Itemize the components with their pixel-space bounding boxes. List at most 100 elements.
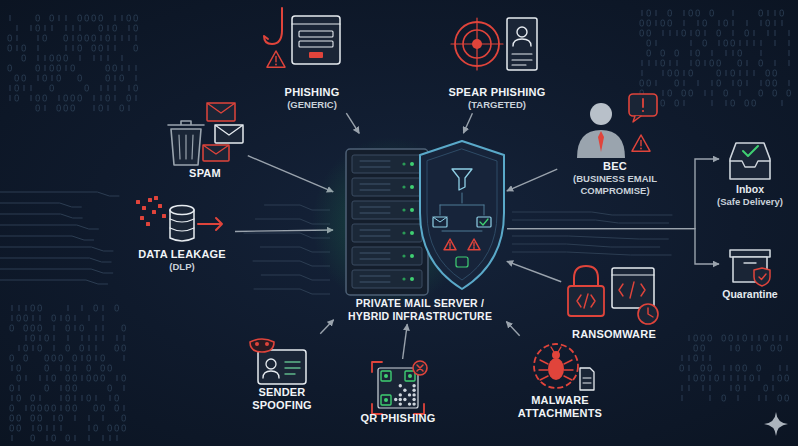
qr-icon-part-part: [399, 393, 402, 396]
binary-texture-part: [677, 60, 678, 66]
binary-texture-part: [668, 90, 671, 96]
bec-icon-part: [577, 94, 657, 158]
spam-icon-part-part: [215, 125, 243, 143]
binary-texture-part: [773, 385, 774, 391]
binary-texture-part: [108, 85, 109, 91]
binary-texture-part: [647, 80, 650, 86]
qr-icon-part-part: [399, 402, 402, 405]
binary-texture-part: [778, 375, 781, 381]
binary-texture-part: [761, 40, 762, 46]
binary-texture-part: [10, 325, 13, 331]
binary-texture-part: [45, 335, 48, 341]
binary-texture-part: [101, 85, 102, 91]
node-sublabel: (DLP): [132, 261, 232, 272]
binary-texture-part: [745, 375, 746, 381]
binary-texture-part: [82, 395, 83, 401]
node-label: DATA LEAKAGE: [132, 248, 232, 261]
binary-texture-part: [738, 395, 739, 401]
binary-texture-part: [731, 365, 732, 371]
inbox-icon-part-part: [730, 161, 770, 167]
binary-texture-part: [45, 55, 46, 61]
binary-texture-part: [113, 25, 116, 31]
server-icon-part-part: [449, 247, 451, 249]
binary-texture-part: [738, 60, 741, 66]
binary-texture-part: [689, 385, 690, 391]
binary-texture-part: [38, 415, 41, 421]
circuit-traces-part: [0, 280, 108, 284]
phish-icon-part-part: [299, 31, 333, 37]
spoof-icon-part-part: [258, 350, 306, 384]
binary-texture-part: [733, 80, 734, 86]
spoof-icon: [242, 336, 322, 386]
binary-texture-part: [61, 425, 62, 431]
qr-icon-part-part: [412, 393, 415, 396]
binary-texture-part: [764, 385, 767, 391]
binary-texture-part: [710, 355, 711, 361]
server-icon-part-part: [456, 257, 468, 267]
binary-texture-part: [663, 70, 664, 76]
binary-texture-part: [75, 435, 76, 441]
binary-texture-part: [115, 425, 118, 431]
binary-texture-part: [78, 45, 81, 51]
binary-texture-part: [738, 80, 741, 86]
binary-texture-part: [99, 15, 102, 21]
binary-texture-part: [78, 15, 81, 21]
binary-texture-part: [722, 395, 725, 401]
binary-texture-part: [122, 415, 125, 421]
binary-texture-part: [698, 20, 699, 26]
data-leakage-node: DATA LEAKAGE(DLP): [132, 192, 232, 273]
binary-texture-part: [745, 385, 746, 391]
binary-texture-part: [94, 405, 97, 411]
malware-icon-part-part: [539, 347, 573, 380]
binary-texture-part: [642, 10, 643, 16]
binary-texture-part: [747, 20, 748, 26]
node-sublabel: (BUSINESS EMAIL COMPROMISE): [560, 173, 670, 196]
server-icon-part-part: [410, 208, 414, 212]
binary-texture-part: [689, 375, 690, 381]
spam-icon-part-part: [207, 103, 235, 113]
spear-phishing-node: SPEAR PHISHING(TARGETED): [442, 8, 552, 111]
binary-texture-part: [106, 35, 109, 41]
binary-texture-part: [38, 75, 39, 81]
binary-texture-part: [656, 10, 657, 16]
binary-texture-part: [26, 335, 27, 341]
binary-texture-part: [696, 10, 699, 16]
binary-texture-part: [703, 385, 704, 391]
binary-texture-part: [57, 55, 60, 61]
binary-texture-part: [747, 80, 748, 86]
binary-texture-part: [757, 345, 760, 351]
bec-icon-part-part: [633, 116, 641, 122]
server-icon-part-part: [360, 276, 390, 282]
binary-texture-part: [40, 315, 41, 321]
leak-icon-part-part: [136, 200, 140, 204]
binary-texture-part: [52, 405, 55, 411]
spam-icon-part-part: [168, 121, 204, 125]
binary-texture-part: [689, 90, 692, 96]
binary-texture-part: [12, 435, 13, 441]
binary-texture-part: [787, 90, 790, 96]
binary-texture-part: [31, 305, 34, 311]
server-icon-part-part: [352, 201, 422, 219]
binary-texture-part: [780, 10, 783, 16]
binary-texture-part: [731, 345, 732, 351]
leak-icon-part-part: [152, 210, 156, 214]
binary-texture-part: [94, 55, 95, 61]
circuit-traces-part: [0, 247, 113, 251]
binary-texture-part: [66, 315, 69, 321]
binary-texture-part: [110, 395, 111, 401]
binary-texture-part: [724, 375, 725, 381]
server-icon-part-part: [410, 231, 414, 235]
binary-texture-part: [45, 105, 46, 111]
binary-texture-part: [33, 345, 34, 351]
binary-texture-part: [738, 335, 739, 341]
phishing-node: PHISHING(GENERIC): [266, 8, 358, 111]
binary-texture-part: [71, 65, 74, 71]
binary-texture-part: [66, 325, 69, 331]
binary-texture-part: [115, 95, 116, 101]
binary-texture-part: [73, 45, 74, 51]
binary-texture-part: [684, 100, 685, 106]
binary-texture-part: [47, 435, 48, 441]
inbox-icon-part-part: [743, 146, 758, 156]
binary-texture-part: [712, 100, 713, 106]
binary-texture-part: [75, 365, 76, 371]
